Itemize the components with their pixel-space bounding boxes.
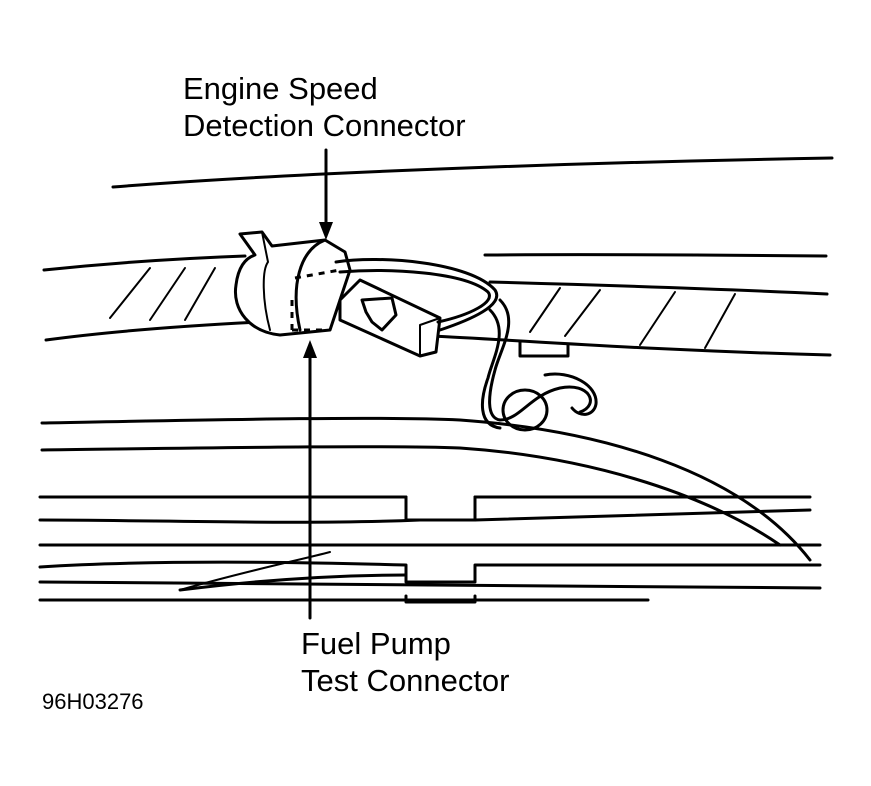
engine-speed-arrow [319,148,333,240]
fuel-pump-connector-label: Fuel Pump Test Connector [301,625,510,699]
connector-wires [334,257,598,432]
lower-panel [38,416,822,604]
fuel-pump-label-line2: Test Connector [301,663,510,698]
connector-boot [233,230,352,337]
engine-speed-label-line2: Detection Connector [183,108,466,143]
figure-id: 96H03276 [42,689,144,714]
engine-speed-label-line1: Engine Speed [183,71,378,106]
panel-top-edge [111,156,834,189]
wiring-harness [42,253,832,358]
fuel-pump-arrow [303,340,317,620]
engine-speed-connector-label: Engine Speed Detection Connector [183,70,466,144]
fuel-pump-label-line1: Fuel Pump [301,626,451,661]
engine-speed-connector-body [338,278,442,358]
